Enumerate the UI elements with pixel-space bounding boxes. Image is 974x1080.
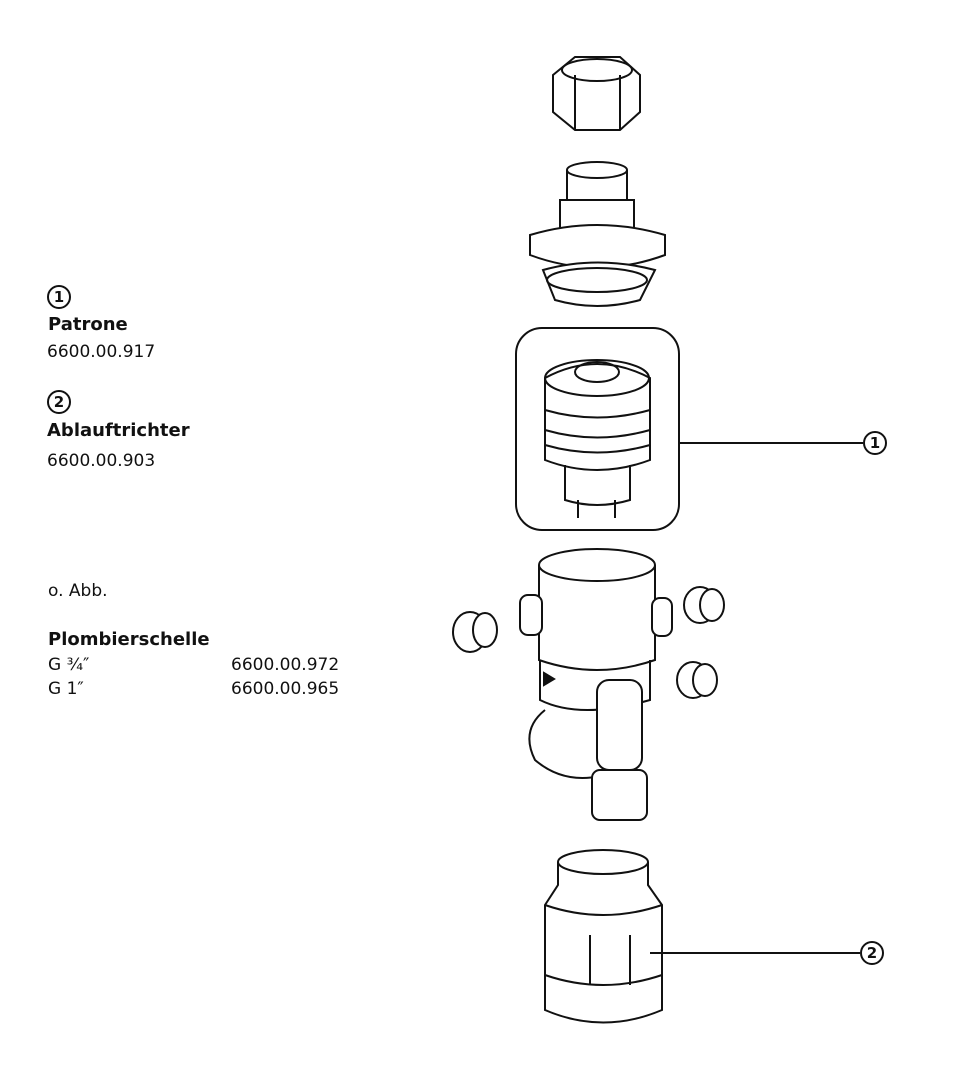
callout-2: 2 — [860, 941, 884, 965]
cartridge — [515, 327, 863, 531]
marker-1: 1 — [47, 285, 71, 309]
clamp-size-1: G 1″ — [48, 679, 84, 699]
note-not-shown: o. Abb. — [48, 581, 108, 601]
union-nut — [552, 56, 641, 131]
clamp-size-0: G ¾″ — [48, 655, 90, 675]
callout-1: 1 — [863, 431, 887, 455]
plugs — [452, 586, 725, 699]
drain-funnel — [544, 849, 860, 1024]
marker-2: 2 — [47, 390, 71, 414]
valve-top — [529, 161, 666, 307]
part-number-patrone: 6600.00.917 — [47, 342, 156, 362]
part-name-patrone: Patrone — [48, 314, 128, 335]
clamp-title: Plombierschelle — [48, 629, 210, 650]
part-number-ablauftrichter: 6600.00.903 — [47, 451, 156, 471]
clamp-number-0: 6600.00.972 — [231, 655, 340, 675]
valve-body — [519, 548, 673, 821]
part-name-ablauftrichter: Ablauftrichter — [47, 420, 190, 441]
clamp-number-1: 6600.00.965 — [231, 679, 340, 699]
